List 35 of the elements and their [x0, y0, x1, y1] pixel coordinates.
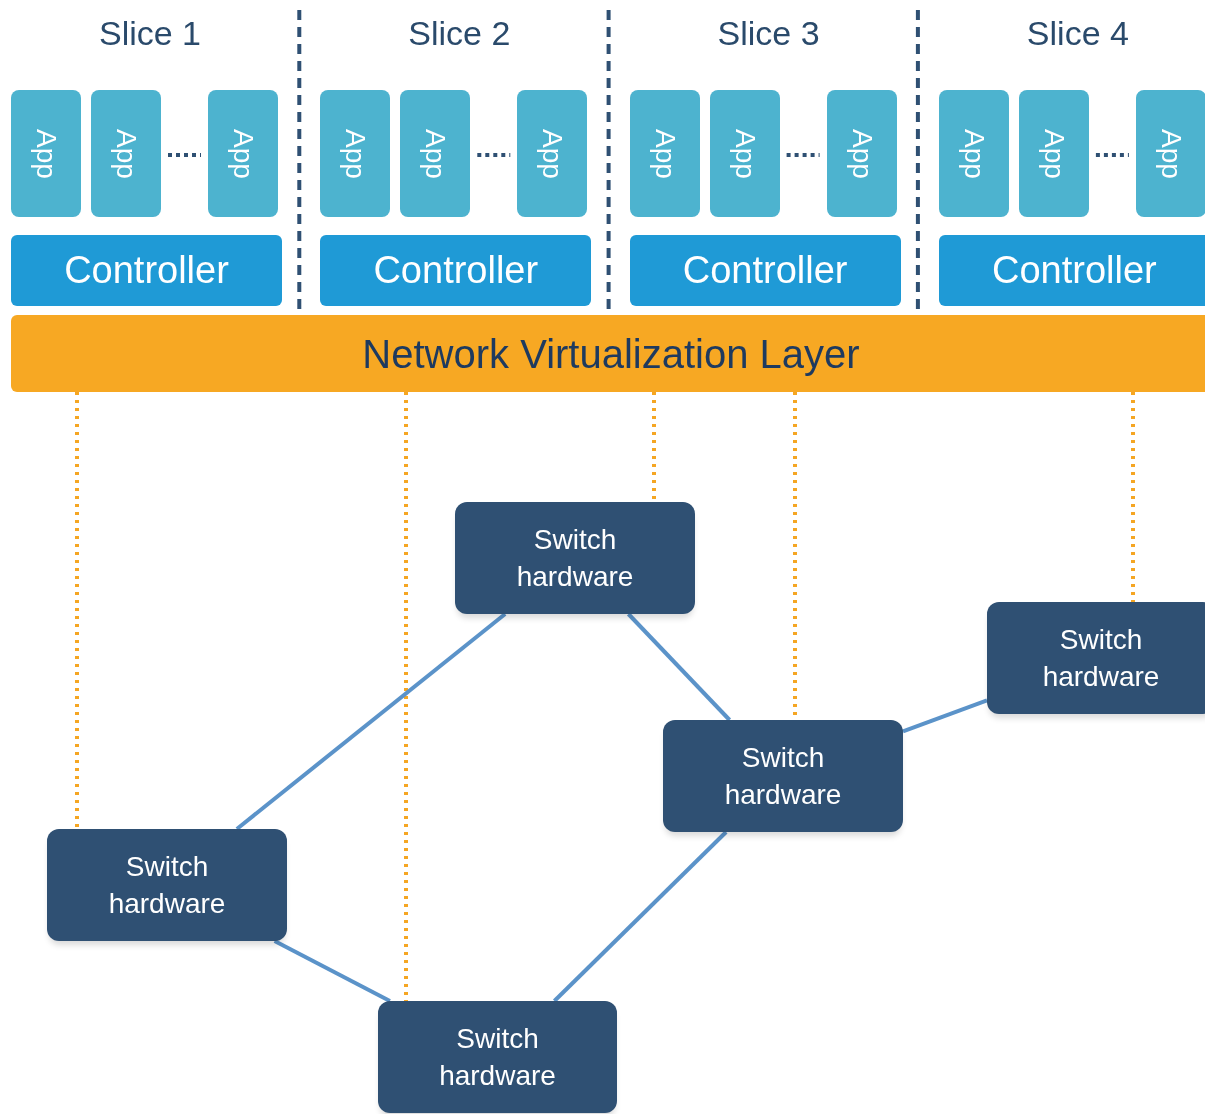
- app-box: App: [826, 90, 897, 217]
- app-box: App: [938, 90, 1009, 217]
- slice-title: Slice 1: [98, 14, 202, 52]
- slice-title: Slice 2: [408, 14, 511, 52]
- virtualization-layer-bar: Network Virtualization Layer: [11, 315, 1205, 392]
- switch-box: Switch hardware: [663, 720, 903, 832]
- app-box: App: [629, 90, 700, 217]
- app-box: App: [91, 90, 161, 217]
- switch-box: Switch hardware: [987, 602, 1205, 714]
- slice-title: Slice 3: [717, 14, 820, 52]
- app-box: App: [1135, 90, 1205, 217]
- link-line: [553, 830, 728, 1003]
- app-box: App: [11, 90, 81, 217]
- slice-title: Slice 4: [1026, 14, 1129, 52]
- dotted-connector: [404, 392, 408, 1001]
- dotted-connector: [1131, 392, 1135, 602]
- app-box: App: [517, 90, 588, 217]
- switch-box: Switch hardware: [455, 502, 695, 614]
- controller-box: Controller: [629, 235, 901, 306]
- switch-box: Switch hardware: [378, 1001, 617, 1113]
- app-box: App: [400, 90, 471, 217]
- dotted-connector: [75, 392, 79, 829]
- app-box: App: [709, 90, 780, 217]
- link-line: [273, 939, 391, 1003]
- controller-box: Controller: [11, 235, 282, 306]
- app-box: App: [208, 90, 278, 217]
- link-line: [235, 612, 507, 831]
- link-line: [902, 698, 988, 734]
- dotted-connector: [652, 392, 656, 502]
- controller-box: Controller: [320, 235, 592, 306]
- link-line: [627, 612, 731, 722]
- controller-box: Controller: [938, 235, 1205, 306]
- app-box: App: [320, 90, 391, 217]
- app-box: App: [1018, 90, 1089, 217]
- switch-box: Switch hardware: [47, 829, 287, 941]
